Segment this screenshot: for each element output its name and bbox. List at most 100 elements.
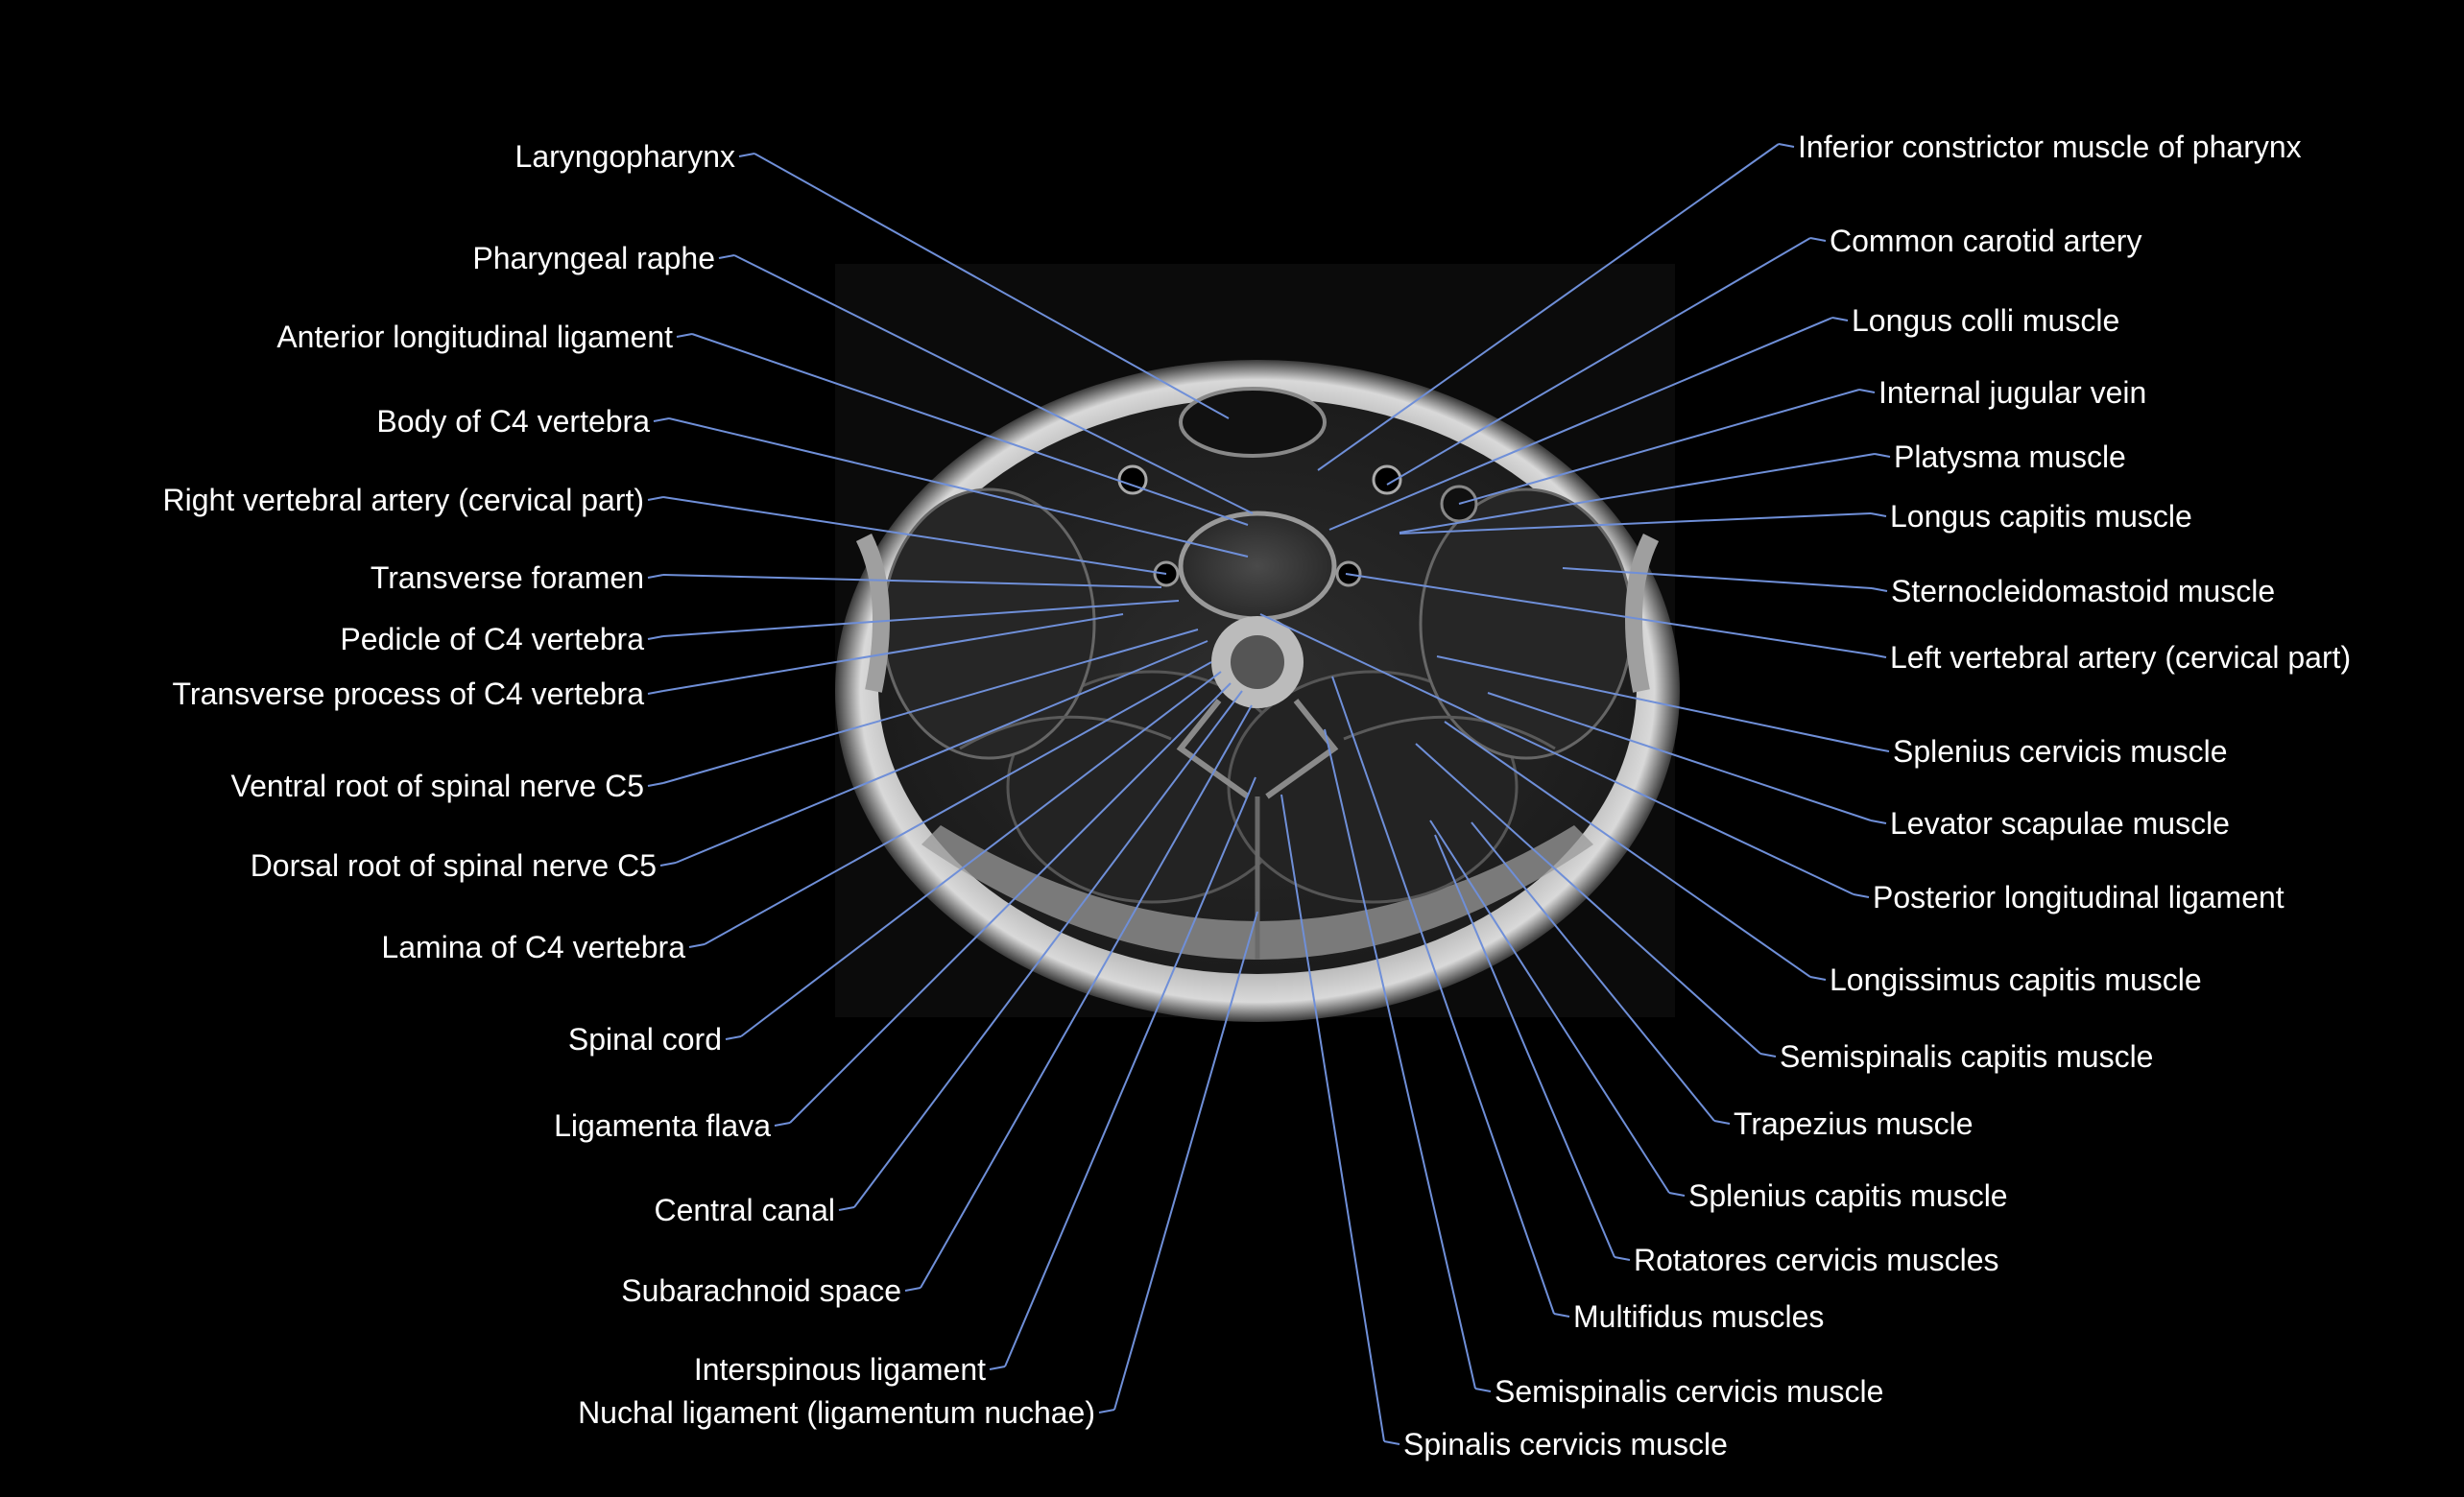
leader-line-subarachnoid-space [920, 704, 1253, 1289]
leader-tick-trapezius-muscle [1713, 1120, 1731, 1125]
leader-tick-pedicle-of-c4-vertebra [647, 635, 664, 640]
leader-line-left-vertebral-artery-cervical-part [1345, 573, 1872, 655]
leader-line-rotatores-cervicis-muscles [1434, 834, 1615, 1258]
leader-tick-inferior-constrictor-muscle-of-pharynx [1778, 143, 1795, 148]
leader-line-semispinalis-capitis-muscle [1415, 743, 1761, 1055]
leader-tick-transverse-foramen [647, 574, 664, 579]
label-nuchal-ligament-ligamentum-nuchae: Nuchal ligament (ligamentum nuchae) [578, 1395, 1095, 1430]
leader-tick-semispinalis-capitis-muscle [1759, 1053, 1777, 1057]
label-longus-capitis-muscle: Longus capitis muscle [1890, 499, 2192, 534]
label-pedicle-of-c4-vertebra: Pedicle of C4 vertebra [340, 622, 644, 656]
label-platysma-muscle: Platysma muscle [1894, 440, 2126, 474]
leader-tick-longissimus-capitis-muscle [1809, 976, 1827, 981]
label-lamina-of-c4-vertebra: Lamina of C4 vertebra [381, 930, 685, 964]
label-interspinous-ligament: Interspinous ligament [693, 1352, 986, 1387]
leader-tick-central-canal [838, 1206, 855, 1211]
posterior-fat-band [921, 825, 1593, 960]
leader-line-longus-capitis-muscle [1399, 512, 1872, 535]
leader-line-platysma-muscle [1399, 453, 1876, 534]
leader-line-sternocleidomastoid-muscle [1562, 567, 1873, 589]
leader-tick-spinalis-cervicis-muscle [1383, 1440, 1400, 1445]
label-semispinalis-capitis-muscle: Semispinalis capitis muscle [1780, 1039, 2154, 1074]
label-spinal-cord: Spinal cord [567, 1022, 722, 1057]
label-multifidus-muscles: Multifidus muscles [1573, 1299, 1825, 1334]
leader-line-nuchal-ligament-ligamentum-nuchae [1113, 911, 1258, 1411]
leader-tick-rotatores-cervicis-muscles [1614, 1256, 1631, 1261]
label-posterior-longitudinal-ligament: Posterior longitudinal ligament [1873, 880, 2285, 915]
leader-tick-lamina-of-c4-vertebra [688, 943, 706, 948]
leader-tick-splenius-cervicis-muscle [1873, 748, 1890, 752]
label-ligamenta-flava: Ligamenta flava [554, 1108, 771, 1143]
leader-tick-sternocleidomastoid-muscle [1871, 587, 1888, 592]
label-subarachnoid-space: Subarachnoid space [621, 1273, 901, 1308]
leader-line-splenius-cervicis-muscle [1436, 655, 1875, 749]
leader-tick-posterior-longitudinal-ligament [1853, 893, 1870, 898]
leader-line-ligamenta-flava [789, 682, 1232, 1124]
label-rotatores-cervicis-muscles: Rotatores cervicis muscles [1634, 1243, 1999, 1277]
lamina-left [1265, 699, 1339, 799]
leader-line-splenius-capitis-muscle [1429, 820, 1670, 1194]
label-internal-jugular-vein: Internal jugular vein [1878, 375, 2147, 410]
leader-tick-nuchal-ligament-ligamentum-nuchae [1098, 1409, 1115, 1414]
leader-tick-spinal-cord [725, 1035, 742, 1040]
carotid-left [1372, 464, 1402, 495]
leader-line-multifidus-muscles [1331, 676, 1555, 1315]
leader-tick-longus-capitis-muscle [1870, 512, 1887, 517]
leader-line-posterior-longitudinal-ligament [1259, 613, 1854, 895]
leader-tick-laryngopharynx [738, 153, 755, 157]
label-sternocleidomastoid-muscle: Sternocleidomastoid muscle [1891, 574, 2276, 608]
leader-tick-splenius-capitis-muscle [1668, 1192, 1686, 1197]
leader-tick-subarachnoid-space [904, 1287, 921, 1292]
leader-tick-longus-colli-muscle [1831, 317, 1849, 321]
leader-line-ventral-root-of-spinal-nerve-c5 [662, 629, 1199, 784]
leader-line-interspinous-ligament [1004, 776, 1256, 1367]
leader-line-transverse-process-of-c4-vertebra [662, 613, 1124, 692]
leader-line-body-of-c4-vertebra [668, 417, 1249, 558]
fascia-left [959, 715, 1172, 750]
leader-tick-left-vertebral-artery-cervical-part [1870, 653, 1887, 658]
leader-line-laryngopharynx [754, 153, 1230, 419]
label-longus-colli-muscle: Longus colli muscle [1852, 303, 2120, 338]
leader-tick-dorsal-root-of-spinal-nerve-c5 [659, 862, 677, 867]
lamina-right [1176, 699, 1250, 799]
label-body-of-c4-vertebra: Body of C4 vertebra [376, 404, 650, 439]
leader-line-spinalis-cervicis-muscle [1280, 794, 1385, 1442]
leader-tick-platysma-muscle [1874, 453, 1891, 458]
label-levator-scapulae-muscle: Levator scapulae muscle [1890, 806, 2230, 841]
label-longissimus-capitis-muscle: Longissimus capitis muscle [1830, 962, 2202, 997]
leader-line-semispinalis-cervicis-muscle [1324, 728, 1476, 1390]
leader-line-levator-scapulae-muscle [1487, 692, 1872, 821]
label-laryngopharynx: Laryngopharynx [514, 139, 735, 174]
fascia-right [1343, 715, 1556, 750]
label-transverse-process-of-c4-vertebra: Transverse process of C4 vertebra [172, 677, 644, 711]
leader-tick-anterior-longitudinal-ligament [676, 333, 693, 338]
label-splenius-cervicis-muscle: Splenius cervicis muscle [1893, 734, 2228, 769]
leader-line-inferior-constrictor-muscle-of-pharynx [1317, 143, 1780, 471]
leader-line-pedicle-of-c4-vertebra [662, 600, 1180, 637]
label-ventral-root-of-spinal-nerve-c5: Ventral root of spinal nerve C5 [230, 769, 644, 803]
pharynx [1179, 387, 1327, 458]
label-right-vertebral-artery-cervical-part: Right vertebral artery (cervical part) [162, 483, 644, 517]
leader-tick-multifidus-muscles [1553, 1313, 1570, 1318]
leader-tick-ventral-root-of-spinal-nerve-c5 [647, 782, 664, 787]
label-trapezius-muscle: Trapezius muscle [1734, 1106, 1974, 1141]
leader-line-central-canal [853, 690, 1243, 1208]
leader-tick-interspinous-ligament [989, 1366, 1006, 1370]
leader-line-lamina-of-c4-vertebra [704, 661, 1212, 945]
leader-line-transverse-foramen [662, 574, 1162, 588]
leader-line-spinal-cord [740, 671, 1222, 1037]
leader-line-longus-colli-muscle [1328, 317, 1833, 531]
leader-tick-internal-jugular-vein [1858, 389, 1876, 393]
leader-line-internal-jugular-vein [1458, 389, 1860, 505]
leader-line-dorsal-root-of-spinal-nerve-c5 [675, 640, 1208, 864]
scm-left [855, 533, 890, 693]
label-transverse-foramen: Transverse foramen [370, 560, 644, 595]
label-semispinalis-cervicis-muscle: Semispinalis cervicis muscle [1495, 1374, 1884, 1409]
leader-line-right-vertebral-artery-cervical-part [662, 496, 1167, 575]
label-pharyngeal-raphe: Pharyngeal raphe [472, 241, 715, 275]
label-inferior-constrictor-muscle-of-pharynx: Inferior constrictor muscle of pharynx [1798, 130, 2302, 164]
leader-line-common-carotid-artery [1386, 237, 1811, 486]
leader-tick-ligamenta-flava [774, 1122, 791, 1127]
leader-line-anterior-longitudinal-ligament [691, 333, 1249, 526]
